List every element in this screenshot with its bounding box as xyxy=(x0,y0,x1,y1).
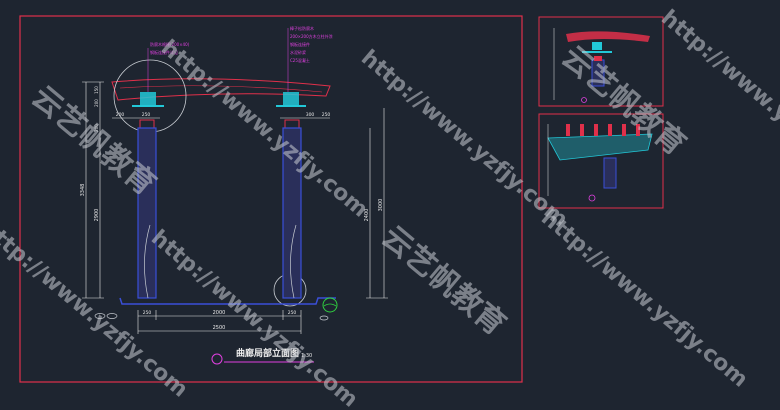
note-left-1: 防腐木格栅(200×40) xyxy=(150,41,190,47)
dim-height-right-a: 2400 xyxy=(364,209,370,222)
note-right-3: 钢板连接件 xyxy=(290,41,310,47)
notes-left: 防腐木格栅(200×40) 钢板连接件详见 xyxy=(147,41,190,92)
dim-right xyxy=(366,108,388,299)
roof-beam-inner xyxy=(119,85,323,93)
capital-left xyxy=(140,92,156,106)
capital-right xyxy=(283,92,299,106)
column-right xyxy=(282,127,302,299)
drawing-title: 曲廊局部立面图 xyxy=(236,347,299,359)
dim-height-col: 2900 xyxy=(94,209,100,222)
column-left-cut xyxy=(144,224,151,299)
dim-height-right-b: 3000 xyxy=(378,199,384,212)
note-right-4: 水泥砂浆 xyxy=(290,49,306,55)
detail-sheet-frame-top xyxy=(538,16,664,107)
note-right-2: 200×200方木立柱外涂 xyxy=(290,33,333,39)
column-left xyxy=(137,127,157,299)
main-sheet-frame xyxy=(19,15,523,383)
watermark-url-3: http://www.yzfjy.com xyxy=(656,5,780,192)
detail-sheet-frame-bottom xyxy=(538,113,664,209)
ground-line xyxy=(119,297,336,305)
title-marker xyxy=(211,353,223,365)
column-right-cut xyxy=(290,224,297,299)
watermark-brand-3: 云艺帆教育 xyxy=(375,219,512,342)
dim-height-top-c: 200 xyxy=(94,124,99,132)
dim-top-right-b: 250 xyxy=(322,112,331,118)
dim-top-left-a: 200 xyxy=(116,112,125,118)
dim-height-top-b: 200 xyxy=(94,99,99,107)
watermark-url-1: http://www.yzfjy.com xyxy=(156,35,372,222)
dim-bottom xyxy=(137,310,302,334)
dim-span-inner: 2000 xyxy=(213,310,226,316)
dim-left xyxy=(82,81,104,299)
notes-right: 樟子松防腐木 200×200方木立柱外涂 钢板连接件 水泥砂浆 C25混凝土 xyxy=(287,25,333,92)
dim-height-total: 3348 xyxy=(80,184,86,197)
drawing-scale: 1:30 xyxy=(301,353,312,359)
dim-col-right: 250 xyxy=(288,310,297,316)
roof-beam xyxy=(111,78,331,101)
detail-top xyxy=(553,28,650,103)
watermark-url-2: http://www.yzfjy.com xyxy=(356,45,572,232)
stone-ovals xyxy=(94,313,329,321)
dim-col-left: 250 xyxy=(143,310,152,316)
detail-bottom xyxy=(547,124,653,202)
note-left-2: 钢板连接件详见 xyxy=(150,49,178,55)
dim-top-left-b: 250 xyxy=(142,112,151,118)
note-right-1: 樟子松防腐木 xyxy=(290,25,314,31)
plant-symbol xyxy=(322,297,338,313)
dim-height-top-a: 150 xyxy=(94,86,99,94)
dim-span-total: 2500 xyxy=(213,325,226,331)
watermark-url-5: http://www.yzfjy.com xyxy=(536,205,752,392)
note-right-5: C25混凝土 xyxy=(290,57,310,63)
dim-top-right-a: 300 xyxy=(306,112,315,118)
